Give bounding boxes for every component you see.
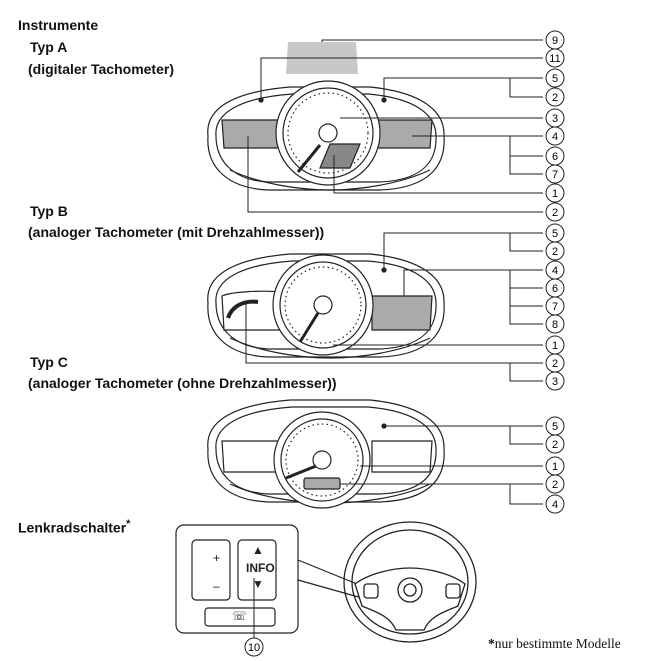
- svg-text:+: +: [213, 551, 220, 565]
- cluster-type-b: [207, 253, 445, 359]
- callout-a-2a: 2: [545, 87, 565, 107]
- callout-b-7: 7: [545, 296, 565, 316]
- svg-text:☏: ☏: [232, 609, 247, 623]
- callout-b-7-text: 7: [552, 301, 558, 313]
- callout-c-1-text: 1: [552, 461, 558, 473]
- type-c-title: Typ C: [30, 354, 68, 370]
- left-display-a: [221, 119, 283, 149]
- leader-lines: [245, 39, 543, 640]
- footnote: *nur bestimmte Modelle: [488, 636, 621, 652]
- right-display-a: [371, 119, 433, 149]
- callout-a-4-text: 4: [552, 131, 558, 143]
- callout-b-2a-text: 2: [552, 246, 558, 258]
- callout-a-9-text: 9: [552, 35, 558, 47]
- callout-steering-10: 10: [244, 637, 264, 657]
- callout-c-5-text: 5: [552, 421, 558, 433]
- steering-wheel: [343, 521, 477, 643]
- callout-a-7: 7: [545, 164, 565, 184]
- callout-b-3: 3: [545, 371, 565, 391]
- callout-b-1-text: 1: [552, 340, 558, 352]
- callout-b-2b: 2: [545, 353, 565, 373]
- callout-a-9: 9: [545, 30, 565, 50]
- type-b-title: Typ B: [30, 203, 68, 219]
- type-a-title: Typ A: [30, 39, 68, 55]
- callout-a-2b-text: 2: [552, 207, 558, 219]
- callout-a-2b: 2: [545, 202, 565, 222]
- steering-heading-asterisk: *: [126, 518, 131, 530]
- svg-text:▼: ▼: [252, 577, 264, 591]
- svg-text:▲: ▲: [252, 543, 264, 557]
- callout-b-5: 5: [545, 223, 565, 243]
- callout-a-3: 3: [545, 108, 565, 128]
- callout-a-1-text: 1: [552, 188, 558, 200]
- callout-b-1: 1: [545, 335, 565, 355]
- tick-ring: [287, 92, 369, 174]
- callout-b-4-text: 4: [552, 265, 558, 277]
- callout-a-7-text: 7: [552, 169, 558, 181]
- callouts: 9 11 5 2 3 4 6 7 1 2 5 2 4 6 7 8 1 2 3 5…: [244, 30, 565, 657]
- info-button-label: INFO: [246, 561, 275, 575]
- callout-b-2b-text: 2: [552, 358, 558, 370]
- digital-speed-display: [319, 143, 361, 169]
- right-display-b: [371, 295, 433, 331]
- needle-c: [285, 464, 317, 480]
- callout-b-8-text: 8: [552, 319, 558, 331]
- callout-steering-10-text: 10: [248, 642, 260, 654]
- callout-a-11: 11: [545, 48, 565, 68]
- tachometer-arc-b: [226, 299, 259, 319]
- callout-c-2a: 2: [545, 434, 565, 454]
- callout-a-4: 4: [545, 126, 565, 146]
- callout-a-6: 6: [545, 146, 565, 166]
- callout-b-5-text: 5: [552, 228, 558, 240]
- svg-text:–: –: [213, 579, 220, 593]
- callout-c-2b: 2: [545, 474, 565, 494]
- callout-c-2a-text: 2: [552, 439, 558, 451]
- switch-inset-frame: [175, 524, 299, 634]
- type-c-subtitle: (analoger Tachometer (ohne Drehzahlmesse…: [28, 375, 337, 391]
- callout-b-6-text: 6: [552, 283, 558, 295]
- footnote-text: nur bestimmte Modelle: [494, 636, 621, 651]
- callout-a-5-text: 5: [552, 73, 558, 85]
- callout-c-1: 1: [545, 456, 565, 476]
- callout-b-4: 4: [545, 260, 565, 280]
- steering-switch-detail: + – ▲ INFO ▼ ☏: [175, 524, 363, 634]
- footnote-asterisk: *: [488, 636, 495, 651]
- callout-c-5: 5: [545, 416, 565, 436]
- steering-switch-heading: Lenkradschalter*: [18, 516, 130, 536]
- callout-a-5: 5: [545, 68, 565, 88]
- callout-a-6-text: 6: [552, 151, 558, 163]
- type-b-subtitle: (analoger Tachometer (mit Drehzahlmesser…: [28, 224, 325, 240]
- callout-a-1: 1: [545, 183, 565, 203]
- steering-heading-text: Lenkradschalter: [18, 519, 127, 536]
- cluster-type-c: [207, 399, 445, 509]
- callout-c-4: 4: [545, 494, 565, 514]
- odometer-display-c: [303, 477, 341, 490]
- section-heading-instrumente: Instrumente: [18, 17, 99, 33]
- callout-b-8: 8: [545, 314, 565, 334]
- callout-a-2a-text: 2: [552, 92, 558, 104]
- callout-c-2b-text: 2: [552, 479, 558, 491]
- cluster-type-a: [207, 42, 445, 191]
- type-a-subtitle: (digitaler Tachometer): [28, 61, 174, 77]
- callout-a-11-text: 11: [549, 53, 560, 65]
- callout-c-4-text: 4: [552, 499, 558, 511]
- callout-b-2a: 2: [545, 241, 565, 261]
- needle-b: [298, 312, 320, 343]
- needle-a: [296, 144, 322, 173]
- callout-b-3-text: 3: [552, 376, 558, 388]
- callout-a-3-text: 3: [552, 113, 558, 125]
- callout-b-6: 6: [545, 278, 565, 298]
